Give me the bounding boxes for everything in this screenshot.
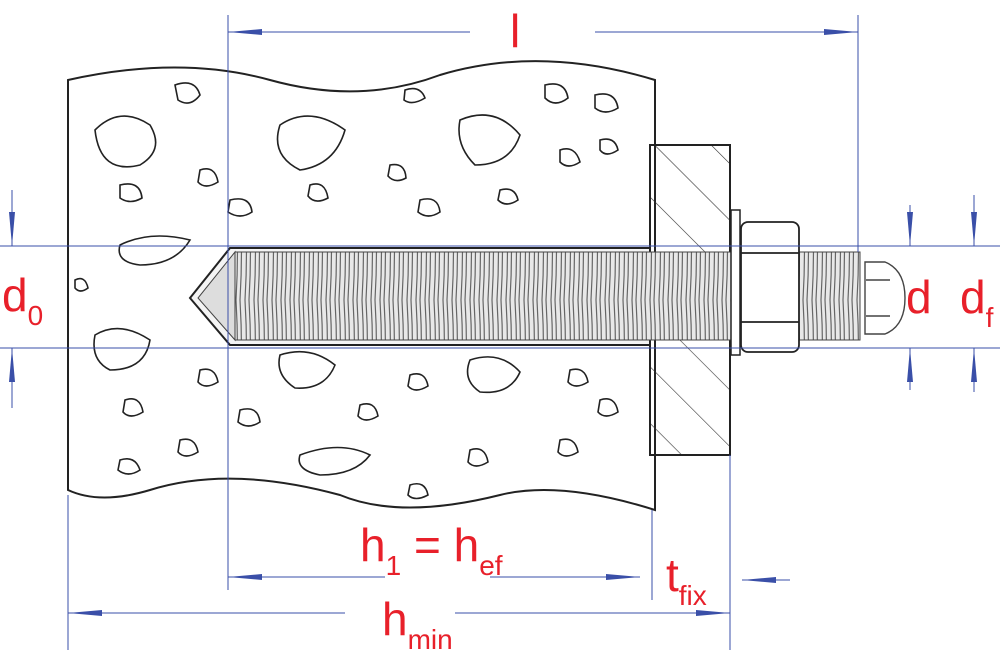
label-df-main: d xyxy=(960,271,986,323)
label-tfix-sub: fix xyxy=(678,580,707,611)
cap-nut xyxy=(864,261,906,335)
dimension-lines xyxy=(0,15,1000,650)
hex-nut xyxy=(740,221,800,353)
label-df: df xyxy=(960,274,993,332)
rod-tip xyxy=(197,250,236,342)
label-hmin-sub: min xyxy=(407,624,453,655)
label-equals: = xyxy=(413,519,441,571)
label-l: l xyxy=(510,5,521,57)
label-hef-sub: ef xyxy=(479,550,503,581)
label-h1-hef: h1 = hef xyxy=(360,522,503,580)
label-d0: d0 xyxy=(2,272,43,330)
label-d: d xyxy=(906,271,932,323)
label-hmin-main: h xyxy=(382,593,408,645)
label-df-sub: f xyxy=(985,302,994,333)
label-tfix-main: t xyxy=(666,549,679,601)
label-h1-sub: 1 xyxy=(385,550,402,581)
label-hef-main: h xyxy=(453,519,480,571)
label-tfix: tfix xyxy=(666,552,707,610)
label-hmin: hmin xyxy=(382,596,453,654)
label-h1-main: h xyxy=(360,519,386,571)
aggregate-pebbles xyxy=(74,82,619,500)
label-d0-main: d xyxy=(2,269,28,321)
washer xyxy=(730,209,741,356)
label-d0-sub: 0 xyxy=(27,300,44,331)
